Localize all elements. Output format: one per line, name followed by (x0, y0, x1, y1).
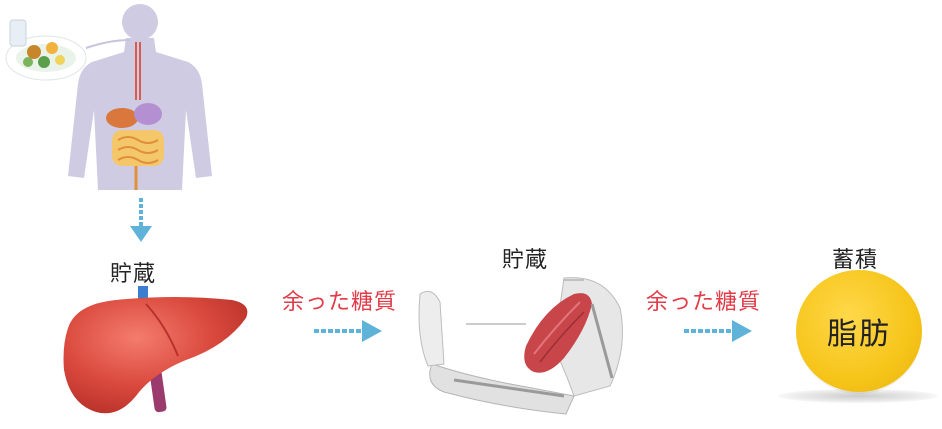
arrow-icon (312, 318, 384, 344)
excess-sugar-label-2: 余った糖質 (646, 284, 761, 316)
body-digestion-icon (0, 0, 260, 200)
arrow-icon (682, 318, 754, 344)
arm-muscle-icon (414, 268, 630, 424)
liver-icon (56, 286, 256, 422)
storage-label-liver: 貯蔵 (110, 256, 156, 288)
excess-sugar-label-1: 余った糖質 (282, 284, 397, 316)
fat-label: 脂肪 (827, 309, 891, 353)
arrow-icon (128, 196, 154, 246)
fat-ball-icon: 脂肪 (796, 270, 922, 392)
